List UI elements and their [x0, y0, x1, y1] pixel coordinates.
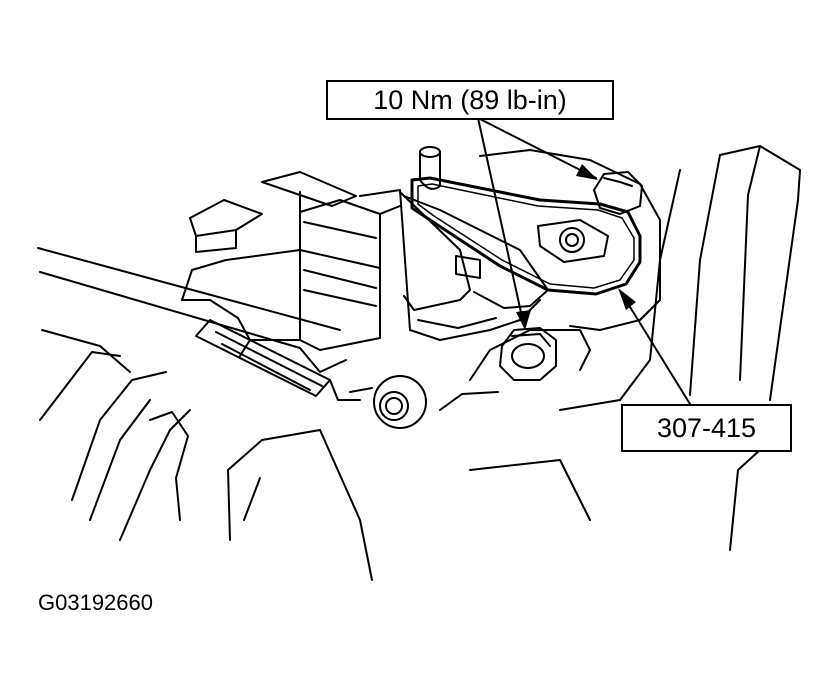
tool-callout-label: 307-415 — [621, 404, 792, 452]
torque-callout-label: 10 Nm (89 lb-in) — [326, 80, 614, 120]
upper-bolt — [593, 171, 643, 215]
figure-id-label: G03192660 — [38, 590, 153, 615]
leader-arrowheads — [516, 164, 636, 330]
range-sensor-body — [399, 149, 661, 411]
mounting-bracket — [619, 145, 801, 551]
leader-lines — [477, 117, 691, 405]
transmission-case — [37, 247, 621, 581]
electrical-connector — [181, 171, 411, 397]
sensor-slotted-plate — [410, 176, 642, 296]
case-boss — [349, 375, 427, 429]
alignment-pin — [419, 146, 441, 190]
lower-bolt — [499, 327, 557, 381]
